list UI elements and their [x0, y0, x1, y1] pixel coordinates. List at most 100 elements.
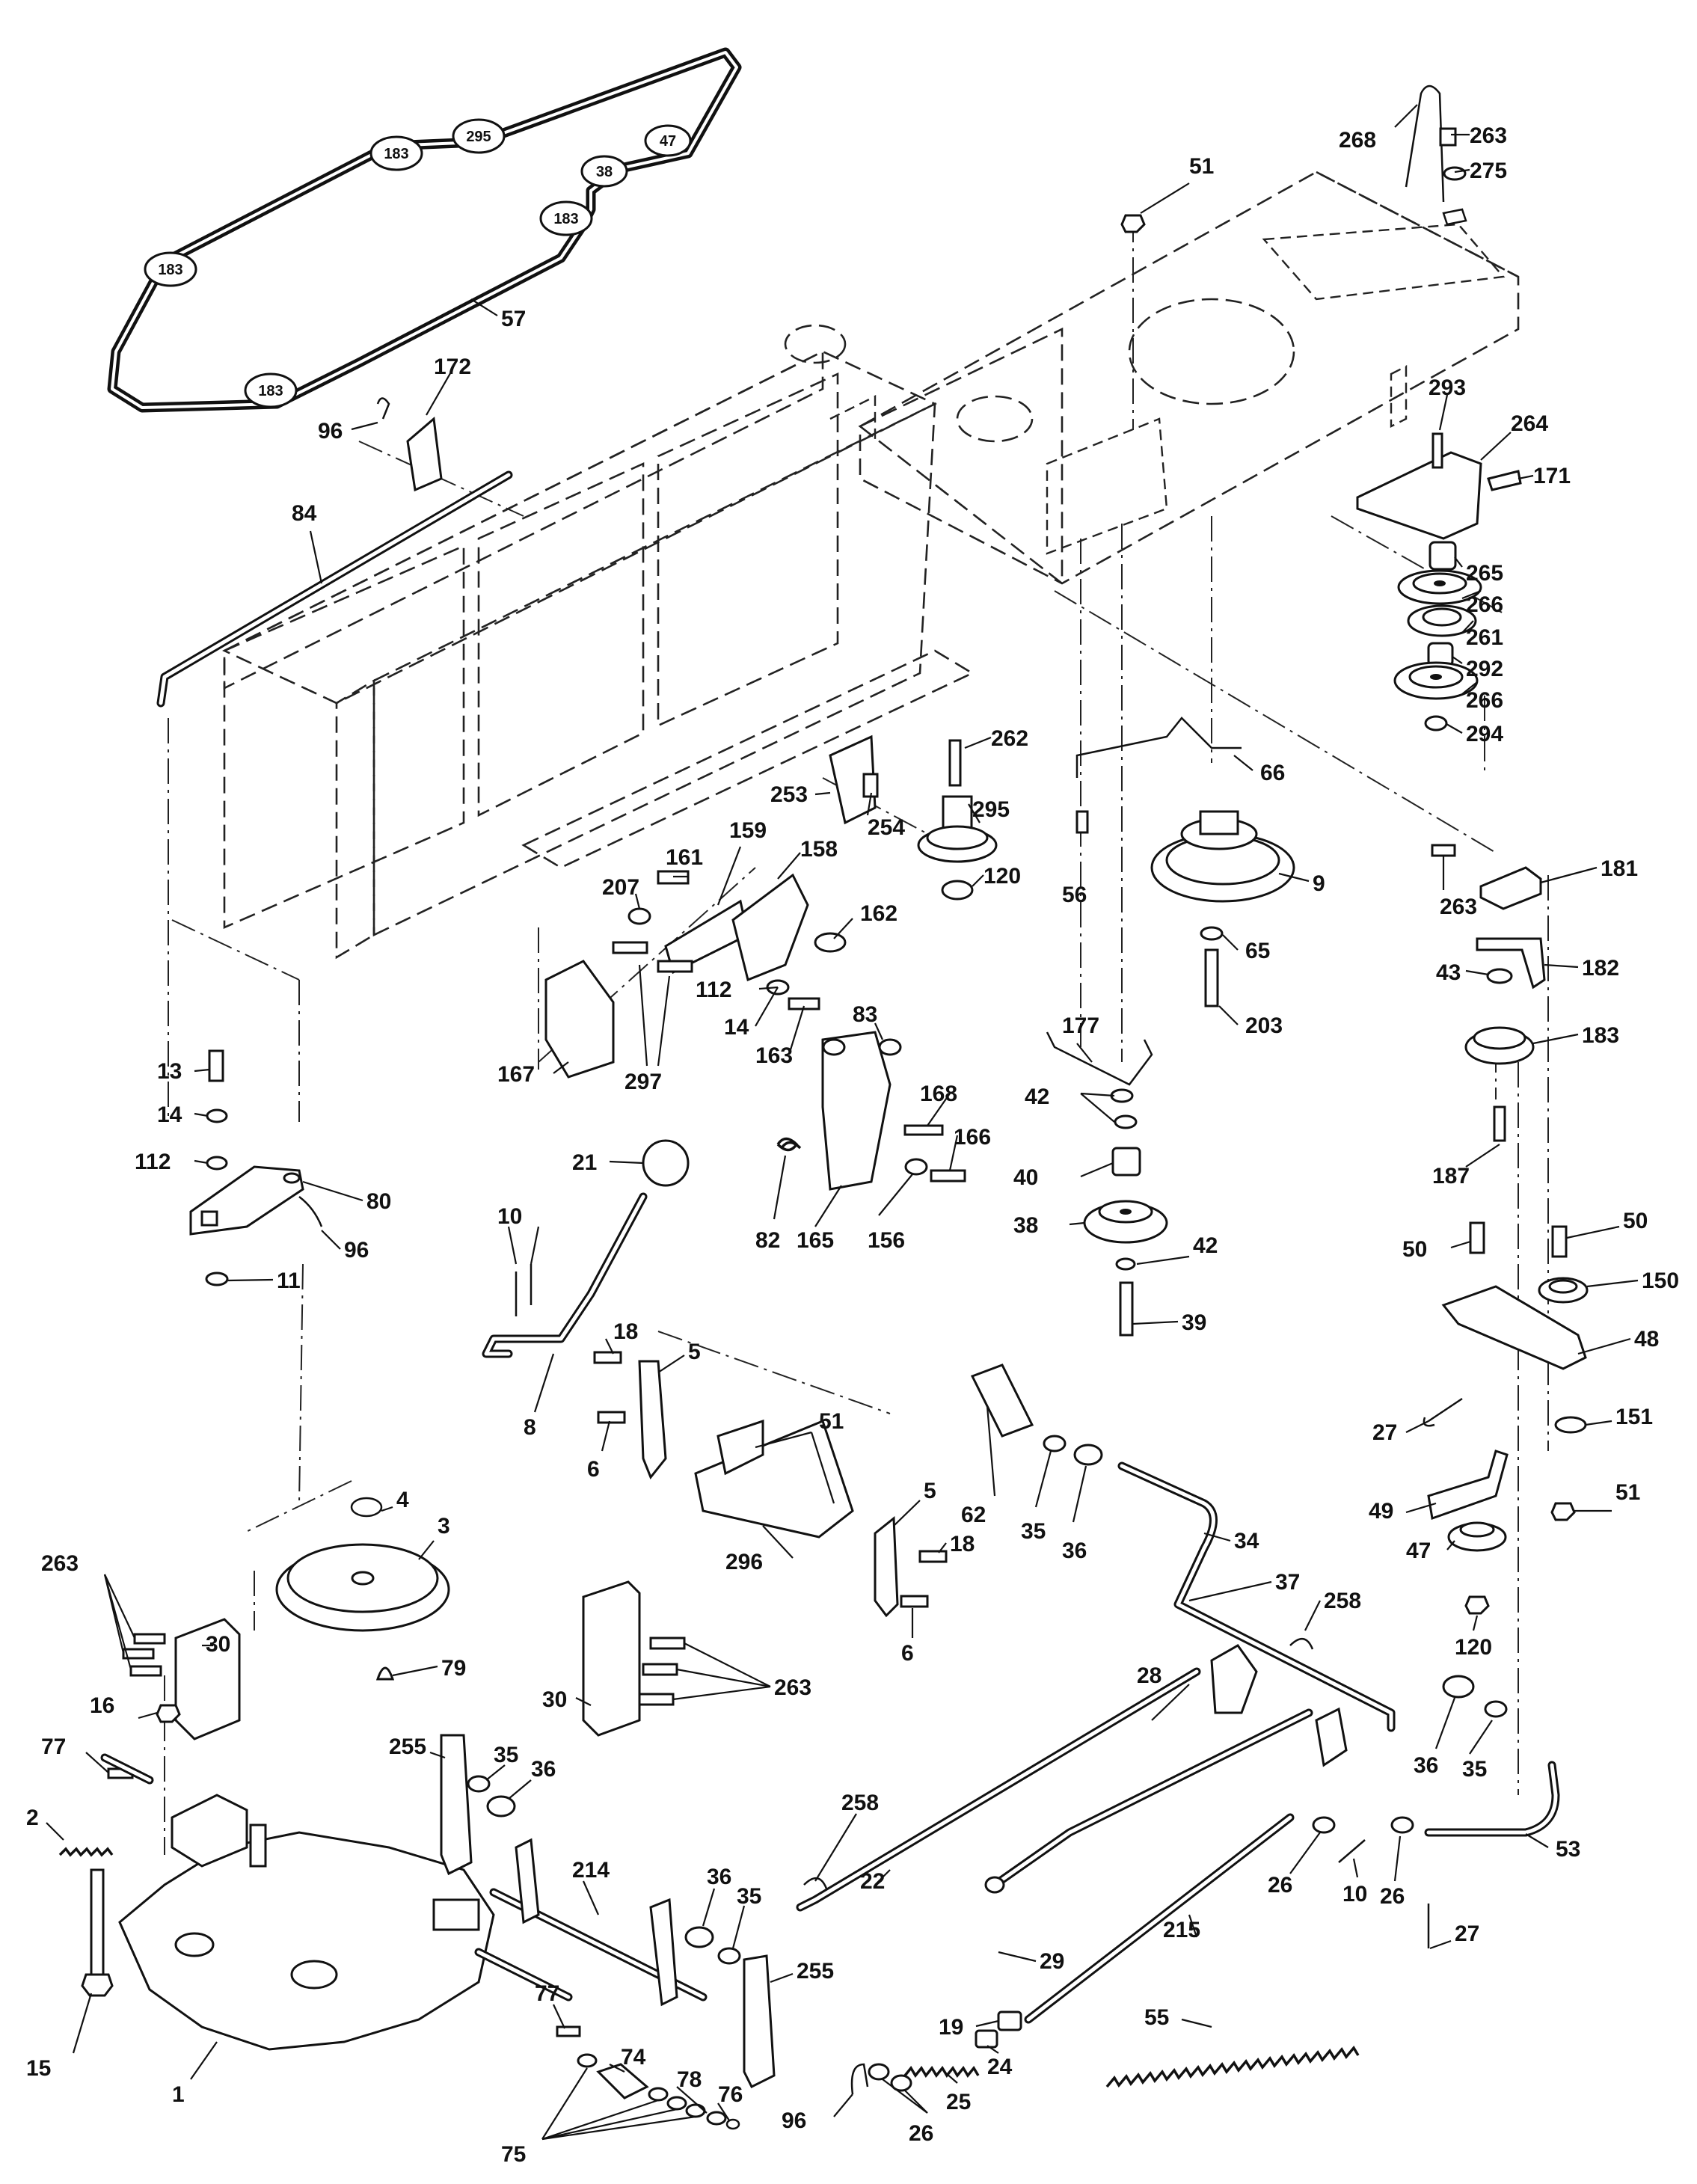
part-29-cap: [984, 1876, 1005, 1894]
part-2-spring: [58, 1847, 114, 1857]
callout-187: 187: [1432, 1164, 1470, 1188]
callout-35-low: 35: [737, 1884, 761, 1909]
part-35-washer-mid: [467, 1775, 491, 1793]
callout-182: 182: [1582, 956, 1619, 981]
callout-4: 4: [396, 1488, 409, 1512]
part-13-bolt: [208, 1049, 224, 1082]
callout-215: 215: [1163, 1918, 1200, 1942]
part-66-wire: [1075, 717, 1242, 778]
callout-36-right: 36: [1414, 1753, 1438, 1778]
callout-263-center: 263: [774, 1675, 811, 1700]
callout-112-left: 112: [135, 1150, 171, 1174]
part-36-washer-right: [1442, 1675, 1475, 1699]
callout-48: 48: [1634, 1327, 1659, 1352]
belt-tag-295: 295: [452, 118, 506, 154]
part-261-pulley: [1407, 604, 1477, 637]
part-255-plate-right: [743, 1954, 776, 2089]
callout-156: 156: [868, 1228, 905, 1253]
callout-19: 19: [939, 2015, 963, 2040]
callout-43: 43: [1436, 960, 1461, 985]
callout-83: 83: [853, 1002, 877, 1027]
part-42-washers: [1110, 1088, 1138, 1129]
callout-151: 151: [1615, 1405, 1653, 1429]
callout-84: 84: [292, 501, 317, 526]
callout-203: 203: [1245, 1013, 1283, 1038]
callout-75: 75: [501, 2142, 526, 2167]
part-151-washer: [1554, 1416, 1587, 1434]
callout-6-right: 6: [901, 1641, 914, 1666]
part-82-spring: [776, 1137, 802, 1152]
callout-172: 172: [434, 355, 471, 379]
callout-263-right: 263: [1440, 895, 1477, 919]
part-78-washer: [706, 2111, 727, 2126]
callout-120-right: 120: [1455, 1635, 1492, 1660]
part-43-washer: [1486, 968, 1513, 984]
part-6-bolt-left: [597, 1411, 626, 1424]
callout-9: 9: [1313, 871, 1325, 896]
part-9-pulley: [1150, 810, 1295, 903]
callout-263: 263: [1470, 123, 1507, 148]
callout-labels: 268 263 275 51 57 172 96 84 293 264 171 …: [26, 123, 1679, 2167]
callout-255-right: 255: [797, 1959, 834, 1984]
callout-13: 13: [157, 1059, 182, 1084]
part-172-bracket: [376, 397, 443, 492]
callout-168: 168: [920, 1082, 957, 1106]
callout-36: 36: [1062, 1539, 1087, 1563]
part-21-knob: [642, 1139, 690, 1187]
callout-50-left: 50: [1402, 1237, 1427, 1262]
callout-74: 74: [621, 2045, 646, 2070]
callout-96: 96: [318, 419, 343, 444]
part-96-pin: [298, 1196, 323, 1227]
part-296-plate: [694, 1419, 854, 1539]
part-10-pins: [515, 1264, 533, 1316]
part-158-plate: [731, 873, 847, 1010]
callout-150: 150: [1642, 1269, 1679, 1293]
callout-30-left: 30: [206, 1632, 230, 1657]
callout-3: 3: [438, 1514, 450, 1539]
callout-82: 82: [755, 1228, 780, 1253]
callout-297: 297: [625, 1070, 662, 1094]
part-26-washer-b: [1390, 1816, 1414, 1834]
part-255-plate-left: [440, 1734, 473, 1876]
callout-11: 11: [277, 1269, 301, 1293]
part-156-washer: [904, 1158, 928, 1176]
part-19-bushing: [997, 2010, 1022, 2031]
callout-35-right: 35: [1462, 1757, 1487, 1782]
part-34-shaft: [1117, 1461, 1396, 1767]
callout-177: 177: [1062, 1013, 1099, 1038]
callout-18-right: 18: [950, 1532, 975, 1556]
callout-181: 181: [1601, 856, 1638, 881]
part-55-spring: [1105, 2045, 1360, 2088]
callout-30-center: 30: [542, 1687, 567, 1712]
part-18-bolt-right: [918, 1550, 948, 1563]
callout-258-left: 258: [841, 1791, 879, 1815]
part-24-nut: [975, 2029, 998, 2049]
callout-50-right: 50: [1623, 1209, 1648, 1233]
callout-261: 261: [1466, 625, 1503, 650]
callout-214: 214: [572, 1858, 610, 1883]
callout-8: 8: [524, 1415, 536, 1440]
callout-77-right: 77: [535, 1981, 559, 2006]
part-11-washer: [205, 1272, 229, 1286]
callout-14: 14: [724, 1015, 749, 1040]
callout-38: 38: [1013, 1213, 1038, 1238]
callout-5: 5: [688, 1340, 701, 1364]
callout-55: 55: [1144, 2005, 1169, 2030]
callout-80: 80: [366, 1189, 391, 1214]
part-36-washer-top: [1073, 1444, 1103, 1466]
callout-162: 162: [860, 901, 897, 926]
callout-1: 1: [172, 2082, 185, 2107]
callout-51-right: 51: [1615, 1480, 1640, 1505]
callout-161: 161: [666, 845, 703, 870]
svg-text:183: 183: [553, 211, 578, 227]
part-266-upper: [1397, 569, 1482, 605]
svg-text:47: 47: [660, 133, 676, 150]
part-26-washers-c: [868, 2063, 912, 2092]
part-28-rod: [990, 1708, 1313, 1889]
part-27-pin-top: [1423, 1397, 1463, 1427]
callout-253: 253: [770, 782, 808, 807]
part-62-bushing: [970, 1364, 1034, 1438]
callout-294: 294: [1466, 722, 1503, 746]
svg-text:183: 183: [258, 383, 283, 399]
part-38-pulley: [1083, 1200, 1168, 1244]
